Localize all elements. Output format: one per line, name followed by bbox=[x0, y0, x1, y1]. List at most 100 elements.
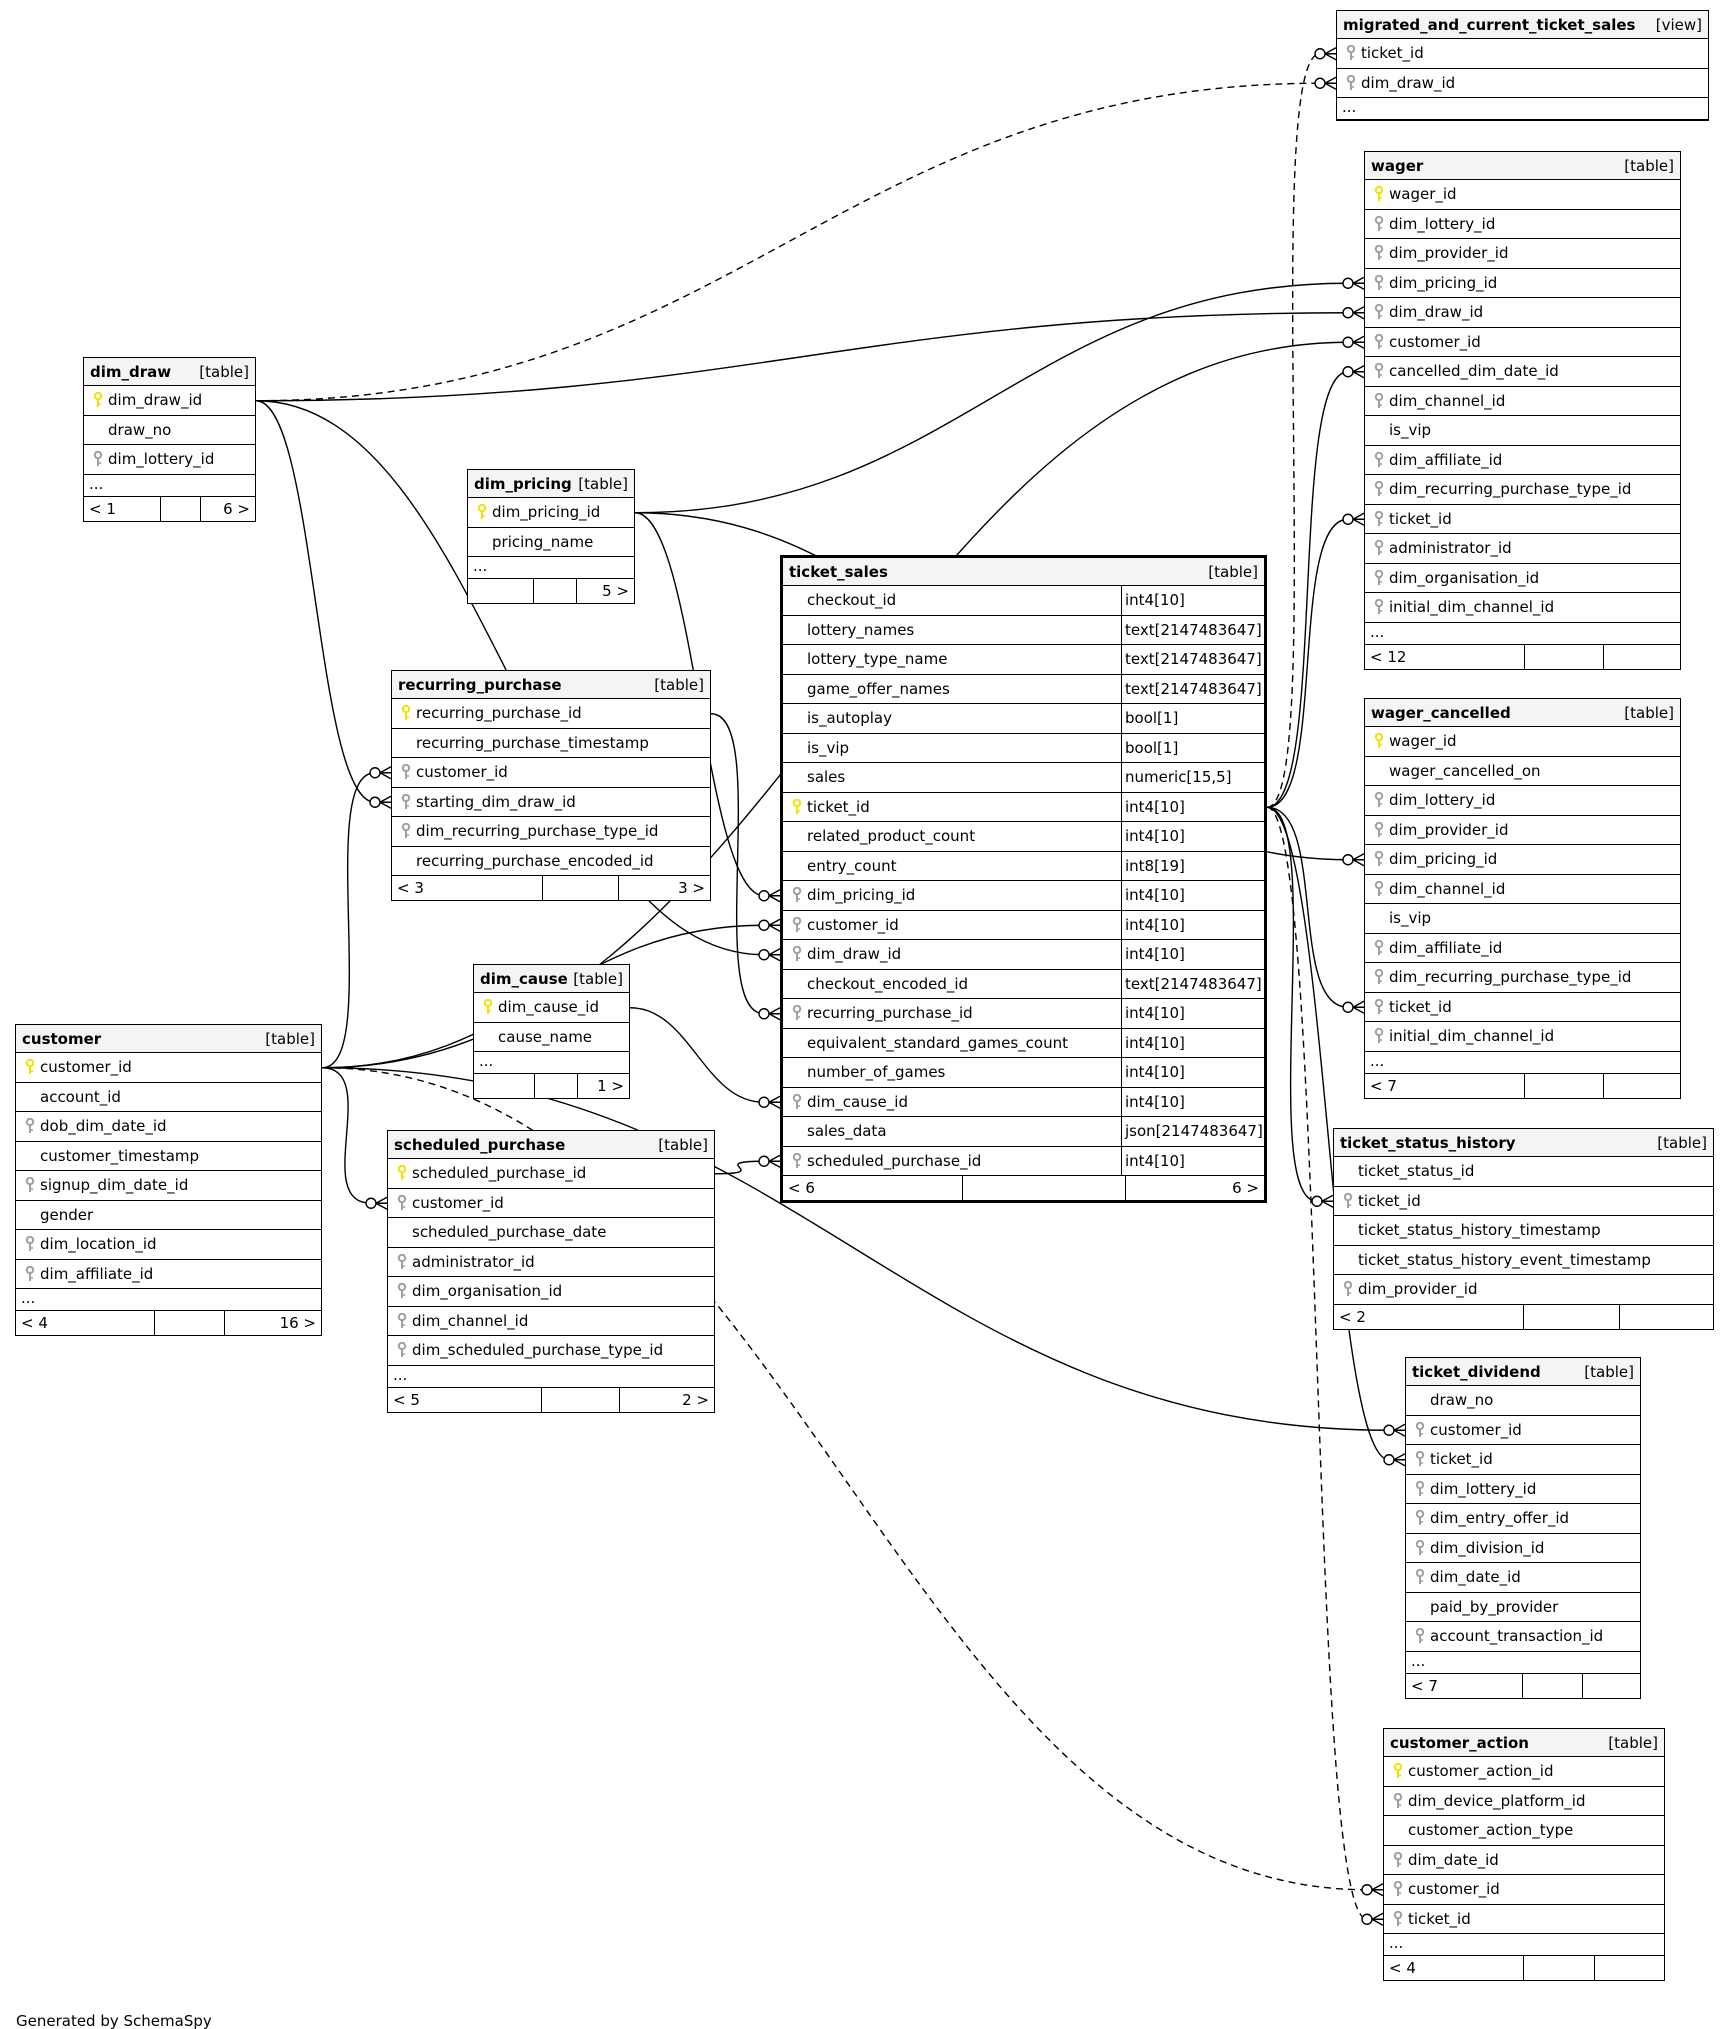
column-row[interactable]: customer_id bbox=[392, 758, 710, 788]
column-row[interactable]: dob_dim_date_id bbox=[16, 1112, 321, 1142]
parents-count-link[interactable] bbox=[474, 1074, 534, 1098]
column-row[interactable]: pricing_name bbox=[468, 528, 634, 557]
column-row[interactable]: ticket_id bbox=[1406, 1445, 1640, 1475]
children-count-link[interactable] bbox=[1582, 1673, 1640, 1698]
column-row[interactable]: dim_pricing_id bbox=[1365, 269, 1680, 298]
more-columns-ellipsis[interactable]: ... bbox=[474, 1052, 629, 1074]
column-row[interactable]: scheduled_purchase_id bbox=[388, 1159, 714, 1189]
column-row[interactable]: dim_lottery_id bbox=[84, 445, 255, 475]
column-row[interactable]: customer_id bbox=[1384, 1875, 1664, 1905]
column-row[interactable]: account_id bbox=[16, 1083, 321, 1112]
table-name[interactable]: dim_draw bbox=[90, 362, 172, 381]
column-row[interactable]: dim_affiliate_id bbox=[1365, 446, 1680, 475]
column-row[interactable]: paid_by_provider bbox=[1406, 1593, 1640, 1622]
column-row[interactable]: ticket_id bbox=[1384, 1905, 1664, 1934]
children-count-link[interactable]: 6 > bbox=[1125, 1176, 1264, 1200]
table-header[interactable]: migrated_and_current_ticket_sales[view] bbox=[1337, 11, 1708, 39]
column-row[interactable]: wager_id bbox=[1365, 180, 1680, 210]
children-count-link[interactable] bbox=[1619, 1304, 1713, 1329]
children-count-link[interactable]: 16 > bbox=[224, 1311, 321, 1335]
more-columns-ellipsis[interactable]: ... bbox=[84, 475, 255, 497]
parents-count-link[interactable]: < 7 bbox=[1411, 1676, 1438, 1695]
column-row[interactable]: ticket_status_history_event_timestamp bbox=[1334, 1246, 1713, 1275]
table-header[interactable]: ticket_dividend[table] bbox=[1406, 1358, 1640, 1386]
column-row[interactable]: gender bbox=[16, 1201, 321, 1230]
column-row[interactable]: account_transaction_id bbox=[1406, 1622, 1640, 1652]
table-header[interactable]: scheduled_purchase[table] bbox=[388, 1131, 714, 1159]
column-row[interactable]: signup_dim_date_id bbox=[16, 1171, 321, 1201]
table-name[interactable]: dim_cause bbox=[480, 969, 568, 988]
column-row[interactable]: cancelled_dim_date_id bbox=[1365, 357, 1680, 387]
column-row[interactable]: customer_id bbox=[1365, 328, 1680, 357]
column-row[interactable]: dim_date_id bbox=[1406, 1563, 1640, 1593]
more-columns-ellipsis[interactable]: ... bbox=[468, 557, 634, 579]
table-header[interactable]: dim_pricing[table] bbox=[468, 470, 634, 498]
children-count-link[interactable]: 2 > bbox=[619, 1387, 714, 1412]
column-row[interactable]: ticket_id bbox=[1365, 505, 1680, 534]
table-name[interactable]: ticket_status_history bbox=[1340, 1133, 1516, 1152]
column-row[interactable]: dim_provider_id bbox=[1365, 816, 1680, 845]
column-row[interactable]: recurring_purchase_timestamp bbox=[392, 729, 710, 758]
table-header[interactable]: ticket_status_history[table] bbox=[1334, 1129, 1713, 1157]
table-name[interactable]: ticket_sales bbox=[789, 562, 888, 581]
column-row[interactable]: ticket_status_history_timestamp bbox=[1334, 1216, 1713, 1246]
column-row[interactable]: ticket_status_id bbox=[1334, 1157, 1713, 1187]
table-name[interactable]: dim_pricing bbox=[474, 474, 572, 493]
table-header[interactable]: wager[table] bbox=[1365, 152, 1680, 180]
column-row[interactable]: dim_draw_id bbox=[1337, 69, 1708, 98]
table-migrated-and-current-ticket-sales[interactable]: migrated_and_current_ticket_sales[view]t… bbox=[1336, 10, 1709, 121]
column-row[interactable]: draw_no bbox=[84, 416, 255, 445]
column-row[interactable]: cause_name bbox=[474, 1023, 629, 1052]
column-row[interactable]: initial_dim_channel_id bbox=[1365, 1022, 1680, 1052]
table-name[interactable]: wager bbox=[1371, 156, 1424, 175]
column-row[interactable]: is_vip bbox=[1365, 904, 1680, 934]
column-row[interactable]: scheduled_purchase_date bbox=[388, 1218, 714, 1248]
column-row[interactable]: dim_pricing_id bbox=[468, 498, 634, 528]
column-row[interactable]: dim_scheduled_purchase_type_id bbox=[388, 1336, 714, 1366]
more-columns-ellipsis[interactable]: ... bbox=[1384, 1934, 1664, 1956]
column-row[interactable]: customer_timestamp bbox=[16, 1142, 321, 1171]
parents-count-link[interactable]: < 6 bbox=[788, 1179, 815, 1197]
column-row[interactable]: dim_lottery_id bbox=[1365, 786, 1680, 816]
column-row[interactable]: initial_dim_channel_id bbox=[1365, 593, 1680, 623]
column-row[interactable]: administrator_id bbox=[388, 1248, 714, 1277]
children-count-link[interactable]: 6 > bbox=[200, 496, 255, 521]
parents-count-link[interactable]: < 3 bbox=[397, 879, 424, 897]
table-name[interactable]: customer bbox=[22, 1029, 102, 1048]
table-scheduled-purchase[interactable]: scheduled_purchase[table]scheduled_purch… bbox=[387, 1130, 715, 1413]
children-count-link[interactable]: 3 > bbox=[618, 876, 710, 900]
parents-count-link[interactable]: < 2 bbox=[1339, 1307, 1366, 1326]
column-row[interactable]: customer_id bbox=[1406, 1416, 1640, 1445]
table-header[interactable]: customer_action[table] bbox=[1384, 1729, 1664, 1757]
column-row[interactable]: dim_entry_offer_id bbox=[1406, 1504, 1640, 1534]
table-name[interactable]: scheduled_purchase bbox=[394, 1135, 566, 1154]
column-row[interactable]: dim_organisation_id bbox=[1365, 564, 1680, 593]
column-row[interactable]: dim_pricing_id bbox=[1365, 845, 1680, 875]
table-recurring-purchase[interactable]: recurring_purchase[table]recurring_purch… bbox=[391, 670, 711, 901]
column-row[interactable]: starting_dim_draw_id bbox=[392, 788, 710, 817]
column-row[interactable]: dim_channel_id bbox=[1365, 875, 1680, 904]
more-columns-ellipsis[interactable]: ... bbox=[16, 1289, 321, 1311]
column-row[interactable]: dim_channel_id bbox=[1365, 387, 1680, 416]
children-count-link[interactable]: 5 > bbox=[576, 579, 634, 603]
children-count-link[interactable] bbox=[1603, 1073, 1680, 1098]
column-row[interactable]: dim_channel_id bbox=[388, 1307, 714, 1336]
column-row[interactable]: dim_recurring_purchase_type_id bbox=[392, 817, 710, 847]
column-row[interactable]: dim_lottery_id bbox=[1406, 1475, 1640, 1504]
column-row[interactable]: ticket_id bbox=[1365, 993, 1680, 1022]
